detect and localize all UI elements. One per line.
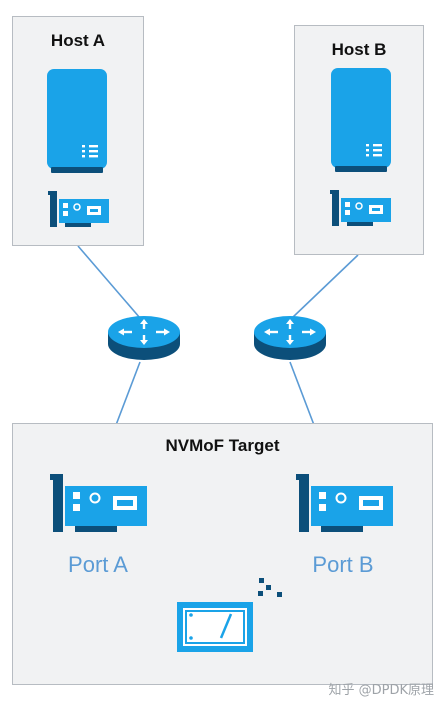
link-hostb-router-right [291, 254, 359, 319]
network-card-icon [48, 191, 109, 227]
port-a-label: Port A [68, 552, 128, 577]
watermark: 知乎 @DPDK原理 [328, 683, 434, 698]
router-icon [108, 316, 180, 360]
network-card-icon [50, 474, 147, 532]
port-b-label: Port B [312, 552, 374, 577]
server-icon [47, 69, 107, 173]
link-hosta-router-left [77, 245, 141, 319]
network-card-icon [296, 474, 393, 532]
ssd-drive-icon [177, 578, 282, 652]
host-a-title: Host A [50, 31, 106, 50]
server-icon [331, 68, 391, 172]
host-b-title: Host B [331, 40, 387, 59]
network-card-icon [330, 190, 391, 226]
target-title: NVMoF Target [165, 436, 280, 455]
router-icon [254, 316, 326, 360]
host-a-box: Host A [12, 16, 144, 246]
nvmof-target-box: NVMoF Target Port A Port B [12, 423, 433, 685]
host-b-box: Host B [294, 25, 424, 255]
